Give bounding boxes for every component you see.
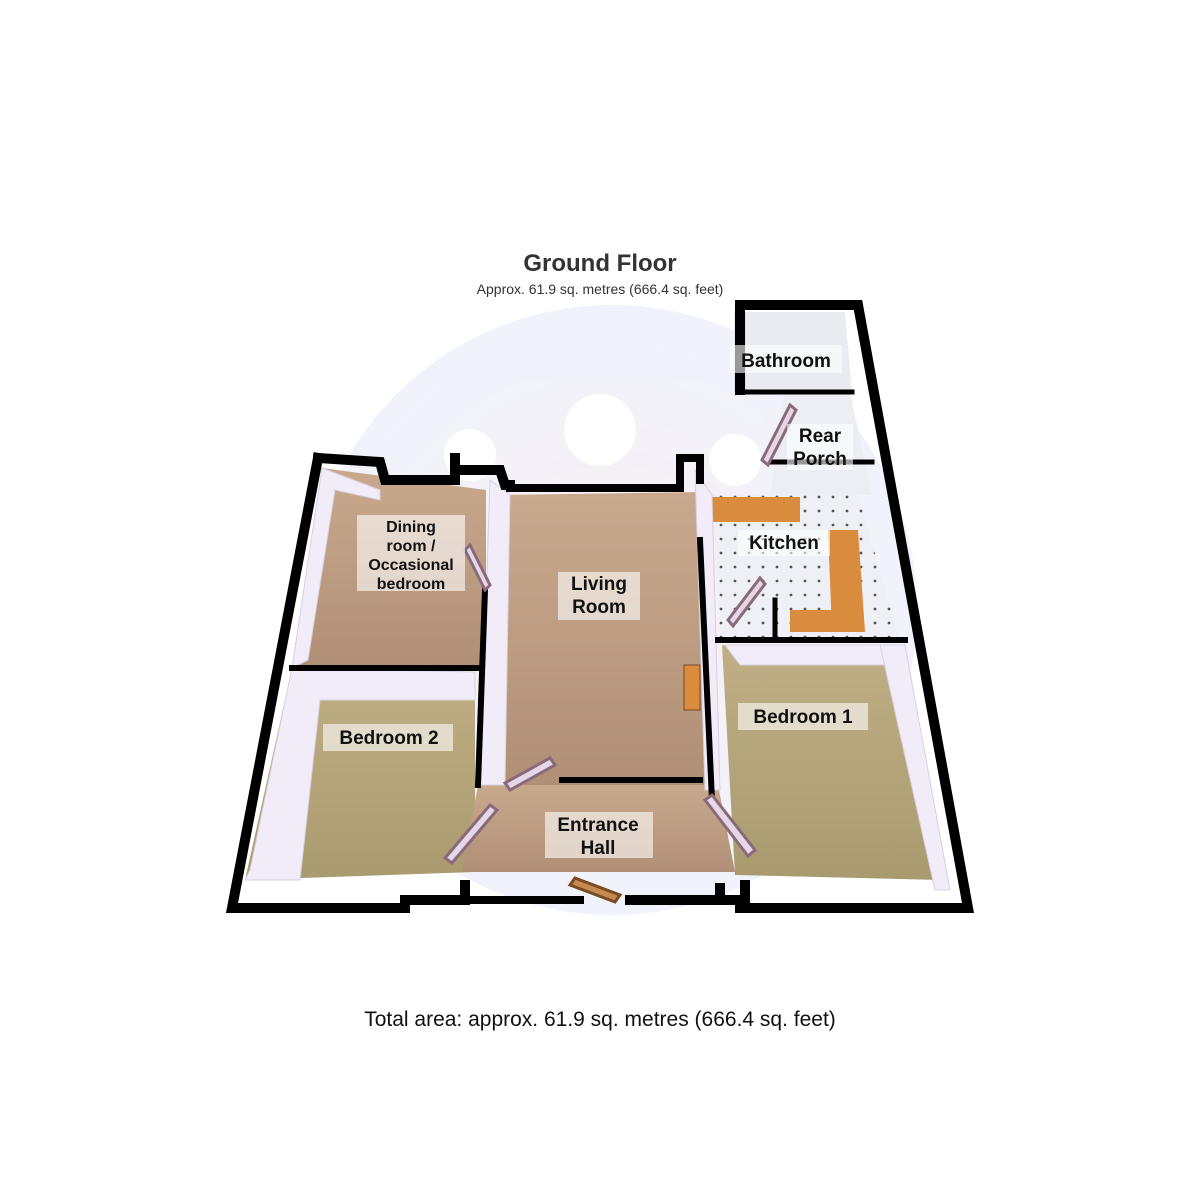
living-door — [502, 756, 558, 792]
bedroom-1-label: Bedroom 1 — [753, 707, 853, 728]
front-door — [567, 876, 623, 904]
rear-porch-label-line2: Porch — [793, 449, 847, 470]
dining-label-line3: Occasional — [368, 557, 453, 574]
floor-title: Ground Floor — [523, 250, 677, 277]
living-room-label-line1: Living — [571, 574, 627, 595]
living-room-floor — [490, 492, 710, 785]
floor-area-subtitle: Approx. 61.9 sq. metres (666.4 sq. feet) — [476, 281, 724, 297]
kitchen-counter-bottom — [790, 610, 862, 632]
dining-label-line4: bedroom — [377, 576, 445, 593]
bedroom-2-label: Bedroom 2 — [339, 728, 438, 749]
wall-faces — [244, 311, 951, 891]
entrance-hall-label-line1: Entrance — [557, 815, 638, 836]
label-plates — [323, 345, 868, 858]
hall-door-right — [702, 792, 758, 859]
radiator — [683, 664, 701, 711]
dining-door — [463, 542, 492, 593]
entrance-hall-label-line2: Hall — [581, 838, 616, 859]
dining-label-line2: room / — [387, 538, 436, 555]
kitchen-counter — [712, 497, 800, 522]
living-room-label-line2: Room — [572, 597, 626, 618]
dining-label-line1: Dining — [386, 519, 436, 536]
kitchen-label: Kitchen — [749, 533, 819, 554]
doors — [442, 402, 798, 904]
rear-porch-label-line1: Rear — [799, 426, 842, 447]
kitchen-door — [726, 575, 767, 629]
porch-door — [760, 402, 798, 468]
bathroom-label: Bathroom — [741, 351, 831, 372]
kitchen-counter-side — [828, 530, 865, 632]
hall-door-left — [442, 802, 500, 866]
total-area: Total area: approx. 61.9 sq. metres (666… — [364, 1008, 836, 1031]
